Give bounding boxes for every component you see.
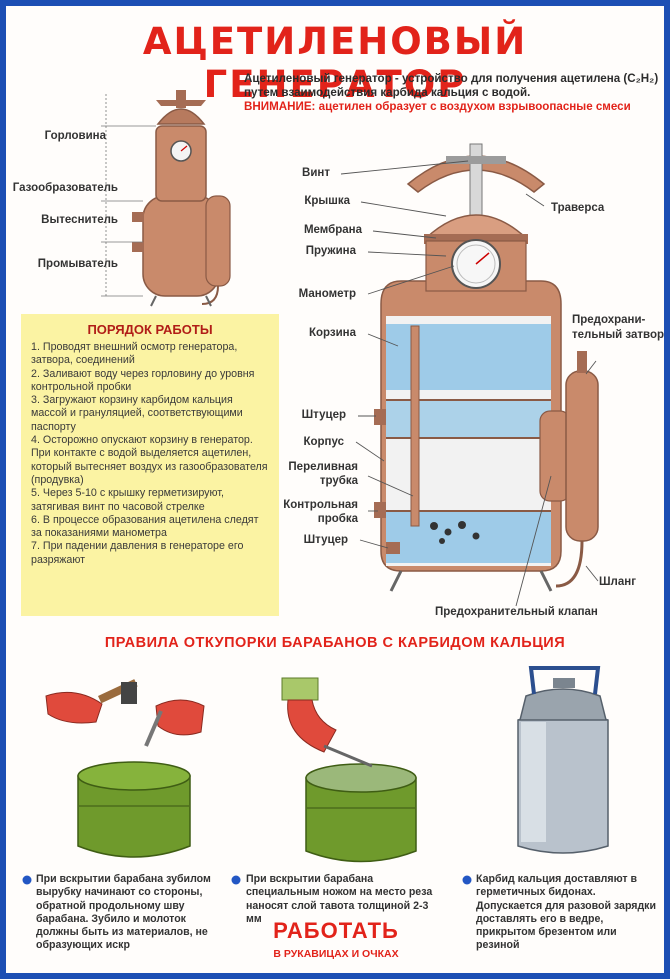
procedure-steps: 1. Проводят внешний осмотр генератора, з… <box>31 341 269 567</box>
label-manometr: Манометр <box>298 288 356 300</box>
caption-middle: При вскрытии барабана специальным ножом … <box>246 873 433 925</box>
label-gazoobrazovatel: Газообразователь <box>12 182 118 194</box>
label-perelivnaya-2: трубка <box>319 475 358 487</box>
label-vytesnitel: Вытеснитель <box>41 214 118 226</box>
rules-title: ПРАВИЛА ОТКУПОРКИ БАРАБАНОВ С КАРБИДОМ К… <box>104 635 566 651</box>
label-shtutser-top: Штуцер <box>301 409 346 421</box>
drum-knife-illustration <box>281 677 417 863</box>
poster-title: АЦЕТИЛЕНОВЫЙ ГЕНЕРАТОР <box>142 20 528 106</box>
procedure-step: 5. Через 5-10 с крышку герметизируют, за… <box>31 487 224 513</box>
label-promyvatel: Промыватель <box>37 258 118 270</box>
procedure-box: ПОРЯДОК РАБОТЫ 1. Проводят внешний осмот… <box>21 314 279 616</box>
work-heading: РАБОТАТЬ <box>273 918 399 943</box>
procedure-step: 3. Загружают корзину карбидом кальция ма… <box>31 394 243 433</box>
label-shlang: Шланг <box>599 576 636 588</box>
caption-right: Карбид кальция доставляют в герметичных … <box>476 873 656 952</box>
drum-chisel-illustration <box>45 679 205 858</box>
label-korzina: Корзина <box>308 327 356 339</box>
small-generator-illustration <box>101 90 231 307</box>
label-membrana: Мембрана <box>303 224 362 236</box>
label-predokhr-klapan: Предохранительный клапан <box>435 606 598 618</box>
label-traversa: Траверса <box>551 202 605 214</box>
label-predokhr-zatvor-2: тельный затвор <box>572 329 664 341</box>
work-subheading: В РУКАВИЦАХ И ОЧКАХ <box>273 948 399 960</box>
label-kryshka: Крышка <box>304 195 350 207</box>
caption-left: При вскрытии барабана зубилом вырубку на… <box>36 873 211 952</box>
label-kontrolnaya-1: Контрольная <box>283 499 358 511</box>
leader-lines <box>340 160 599 607</box>
label-predokhr-zatvor-1: Предохрани- <box>572 314 646 326</box>
procedure-step: 2. Заливают воду через горловину до уров… <box>31 367 255 393</box>
procedure-step: 1. Проводят внешний осмотр генератора, з… <box>31 341 238 367</box>
label-gorlovina: Горловина <box>44 130 106 142</box>
procedure-step: 6. В процессе образования ацетилена след… <box>31 513 259 540</box>
label-kontrolnaya-2: пробка <box>317 513 358 525</box>
procedure-step: 4. Осторожно опускают корзину в генерато… <box>31 434 268 486</box>
label-shtutser-bottom: Штуцер <box>303 534 348 546</box>
intro-definition: Ацетиленовый генератор - устройство для … <box>244 72 659 99</box>
bullet-left <box>22 875 32 885</box>
intro-text: Ацетиленовый генератор - устройство для … <box>244 72 662 114</box>
carbide-canister-illustration <box>517 666 609 854</box>
label-perelivnaya-1: Переливная <box>288 461 358 473</box>
procedure-title: ПОРЯДОК РАБОТЫ <box>87 322 213 337</box>
bullet-right <box>462 875 472 885</box>
main-generator-illustration <box>374 143 599 592</box>
procedure-step: 7. При падении давления в генераторе его… <box>31 540 244 566</box>
label-pruzhina: Пружина <box>305 245 356 257</box>
bullet-middle <box>231 875 241 885</box>
label-korpus: Корпус <box>303 436 344 448</box>
illustrations <box>22 90 609 885</box>
warning-text: ВНИМАНИЕ: ацетилен образует с воздухом в… <box>244 100 631 113</box>
label-vint: Винт <box>302 167 330 179</box>
